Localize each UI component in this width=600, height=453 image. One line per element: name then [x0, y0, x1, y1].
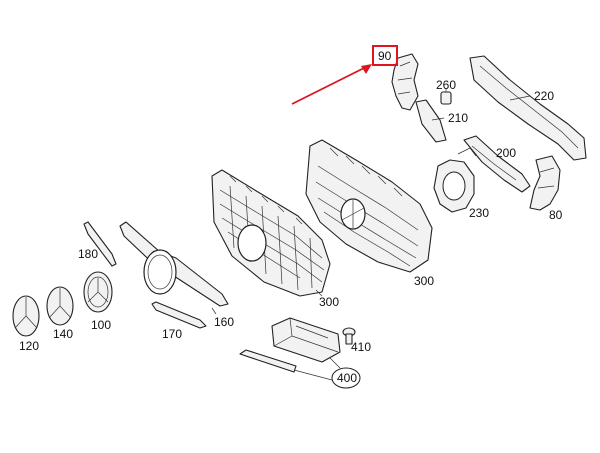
part-410-screw	[342, 327, 356, 345]
highlight-box-90	[372, 45, 398, 66]
label-180: 180	[78, 247, 98, 261]
label-80: 80	[549, 208, 563, 222]
part-100-emblem	[83, 271, 113, 313]
label-170: 170	[162, 327, 182, 341]
part-80-bracket	[529, 155, 561, 211]
label-210: 210	[448, 111, 468, 125]
label-200: 200	[496, 146, 516, 160]
label-230: 230	[469, 206, 489, 220]
part-140-emblem	[46, 286, 74, 326]
part-120-emblem	[12, 295, 40, 337]
part-220-strip	[469, 55, 587, 161]
red-arrow	[291, 64, 372, 105]
label-120: 120	[19, 339, 39, 353]
part-400-mount	[239, 349, 297, 373]
label-220: 220	[534, 89, 554, 103]
label-160: 160	[214, 315, 234, 329]
part-180-strip	[83, 221, 117, 267]
label-300-front: 300	[319, 295, 339, 309]
part-260-clip	[440, 88, 452, 105]
label-260: 260	[436, 78, 456, 92]
label-400: 400	[337, 371, 357, 385]
part-300-grille-front	[211, 169, 331, 297]
label-400-circle	[331, 367, 361, 389]
part-160-star-frame	[119, 221, 229, 307]
label-100: 100	[91, 318, 111, 332]
label-300-rear: 300	[414, 274, 434, 288]
part-300-grille-rear	[305, 139, 433, 273]
part-400-housing	[271, 317, 341, 363]
label-410: 410	[351, 340, 371, 354]
label-140: 140	[53, 327, 73, 341]
part-170-strip	[151, 301, 207, 329]
part-200-strip	[463, 135, 531, 193]
part-90-bracket	[391, 53, 419, 111]
part-230-ring	[433, 147, 477, 213]
part-210-bracket	[415, 99, 447, 143]
label-90: 90	[378, 49, 392, 63]
